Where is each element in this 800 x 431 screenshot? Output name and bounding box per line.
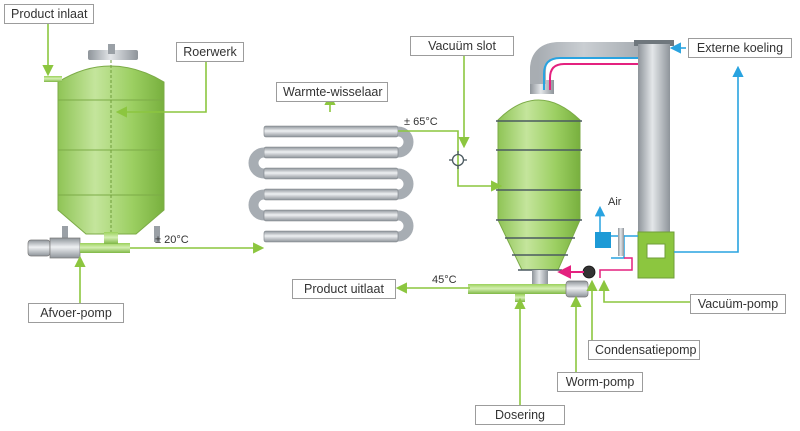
exchanger-bend (397, 210, 414, 242)
temp-inlet-annotation: ± 20°C (155, 234, 189, 246)
label-dosering: Dosering (475, 405, 565, 425)
air-annotation: Air (608, 196, 622, 208)
exchanger-tube (263, 230, 399, 243)
exchanger-bend (248, 147, 265, 179)
evaporator-vessel (496, 80, 582, 284)
label-roerwerk: Roerwerk (176, 42, 244, 62)
label-product-uitlaat: Product uitlaat (292, 279, 396, 299)
exchanger-tube (263, 146, 399, 159)
outlet-pipe (468, 280, 589, 302)
drain-pump (27, 232, 130, 259)
cooling-column (634, 40, 675, 279)
inlet-pipe (44, 76, 62, 82)
label-vacuum-slot: Vacuüm slot (410, 36, 514, 56)
temp-outlet-annotation: 45°C (432, 274, 457, 286)
cooling-lines (669, 42, 744, 253)
exchanger-tube (263, 167, 399, 180)
exchanger-tube (263, 125, 399, 138)
label-vacuum-pomp: Vacuüm-pomp (690, 294, 786, 314)
label-product-inlaat: Product inlaat (4, 4, 94, 24)
label-externe-koeling: Externe koeling (688, 38, 792, 58)
exchanger-tube (263, 188, 399, 201)
temp-exchanger-annotation: ± 65°C (404, 116, 438, 128)
exchanger-bend (248, 189, 265, 221)
exchanger-bend (397, 168, 414, 200)
condensate-pump (557, 205, 638, 279)
vacuum-valve-icon (449, 151, 467, 169)
flow-lines (42, 19, 690, 406)
exchanger-bend (397, 126, 414, 158)
label-condensatiepomp: Condensatiepomp (588, 340, 700, 360)
storage-tank (57, 44, 165, 242)
label-afvoer-pomp: Afvoer-pomp (28, 303, 124, 323)
heat-exchanger (248, 125, 414, 243)
label-worm-pomp: Worm-pomp (557, 372, 643, 392)
label-warmte-wisselaar: Warmte-wisselaar (276, 82, 388, 102)
exchanger-tube (263, 209, 399, 222)
